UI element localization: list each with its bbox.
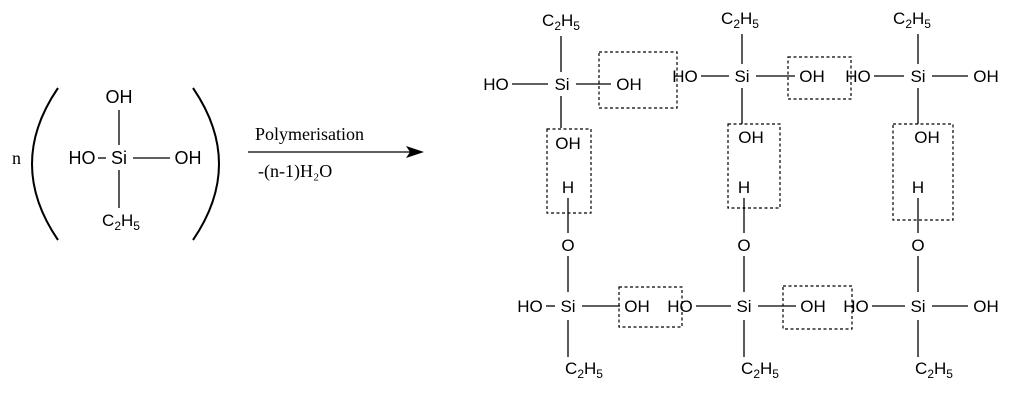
bottom-2-ethyl: C2H5	[741, 359, 779, 381]
top-3-right-hydroxyl: OH	[973, 67, 999, 86]
bridge-2-hydrogen: H	[738, 178, 750, 197]
bottom-3-right-hydroxyl: OH	[973, 297, 999, 316]
bottom-3-left-hydroxyl: HO	[843, 297, 869, 316]
condensation-box-vertical-2	[727, 123, 781, 209]
monomer-structure: Si OH HO OH C2H5	[69, 87, 202, 233]
bridge-2-oxygen: O	[737, 236, 750, 255]
bridge-1-oxygen: O	[561, 236, 574, 255]
top-1-left-hydroxyl: HO	[483, 75, 509, 94]
condensation-box-top-2	[787, 56, 852, 100]
polymer-network: C2H5 HO Si OH OH C2H5 HO Si OH OH C2H5 H…	[483, 9, 999, 381]
reaction-arrow: Polymerisation -(n-1)H₂O	[248, 124, 424, 182]
top-1-down-hydroxyl: OH	[555, 134, 581, 153]
bottom-2-left-hydroxyl: HO	[667, 297, 693, 316]
condensation-box-bottom-1	[618, 286, 683, 328]
top-3-down-hydroxyl: OH	[914, 128, 940, 147]
bottom-1-right-hydroxyl: OH	[624, 297, 650, 316]
monomer-left-hydroxyl: HO	[69, 148, 96, 168]
bridge-3-oxygen: O	[911, 236, 924, 255]
arrow-label-water-loss: -(n-1)H₂O	[258, 161, 332, 182]
condensation-box-top-1	[598, 51, 678, 109]
bottom-3-ethyl: C2H5	[915, 359, 953, 381]
left-parenthesis	[31, 87, 59, 241]
top-1-right-hydroxyl: OH	[616, 75, 642, 94]
top-1-ethyl: C2H5	[542, 11, 580, 33]
top-1-silicon: Si	[554, 75, 569, 94]
bottom-2-right-hydroxyl: OH	[800, 297, 826, 316]
top-2-down-hydroxyl: OH	[738, 128, 764, 147]
arrow-head	[406, 146, 424, 158]
condensation-box-vertical-3	[892, 123, 954, 221]
bottom-1-ethyl: C2H5	[565, 359, 603, 381]
top-3-silicon: Si	[910, 67, 925, 86]
monomer-right-hydroxyl: OH	[175, 148, 202, 168]
condensation-box-vertical-1	[546, 128, 592, 214]
monomer-silicon: Si	[111, 148, 127, 168]
bridge-3-hydrogen: H	[912, 178, 924, 197]
monomer-ethyl-group: C2H5	[102, 211, 140, 233]
bottom-1-left-hydroxyl: HO	[517, 297, 543, 316]
monomer-top-hydroxyl: OH	[106, 87, 133, 107]
top-2-right-hydroxyl: OH	[799, 67, 825, 86]
right-parenthesis	[192, 87, 220, 241]
bottom-2-silicon: Si	[736, 297, 751, 316]
condensation-box-bottom-2	[782, 285, 853, 330]
bottom-1-silicon: Si	[560, 297, 575, 316]
top-2-ethyl: C2H5	[721, 9, 759, 31]
bottom-3-silicon: Si	[910, 297, 925, 316]
stoichiometric-coefficient: n	[12, 148, 21, 168]
top-3-left-hydroxyl: HO	[845, 67, 871, 86]
top-3-ethyl: C2H5	[893, 9, 931, 31]
bridge-1-hydrogen: H	[562, 178, 574, 197]
top-2-silicon: Si	[734, 67, 749, 86]
arrow-label-polymerisation: Polymerisation	[255, 124, 364, 144]
top-2-left-hydroxyl: HO	[672, 67, 698, 86]
